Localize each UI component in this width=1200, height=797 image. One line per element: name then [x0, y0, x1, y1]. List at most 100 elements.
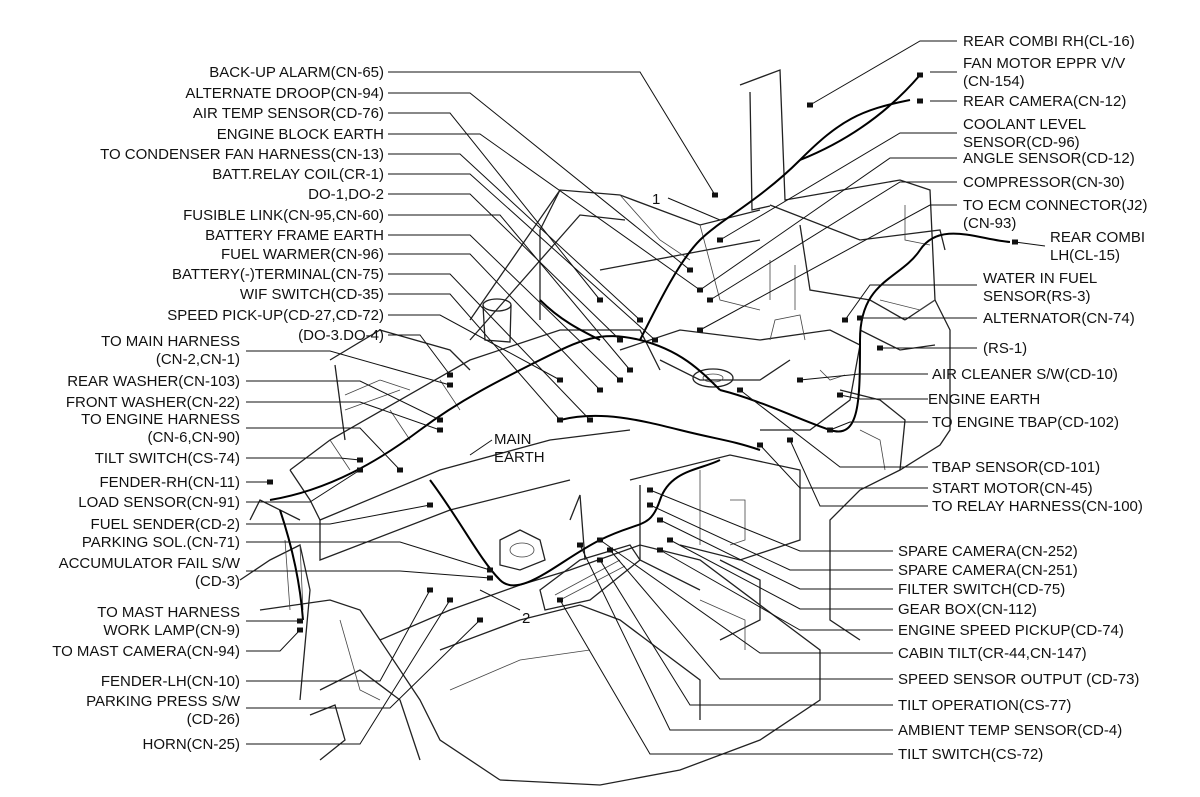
leader-to-engine-tbap: [829, 421, 928, 431]
label-parking-sol: PARKING SOL.(CN-71): [82, 534, 240, 551]
wiring-harness: [269, 74, 1011, 621]
callout-2: 2: [522, 610, 530, 627]
leader-air-cleaner: [799, 373, 928, 381]
label-rear-combi-rh: REAR COMBI RH(CL-16): [963, 33, 1135, 50]
labels-right: REAR COMBI RH(CL-16) FAN MOTOR EPPR V/V (C…: [898, 33, 1147, 763]
label-main-earth-line-2: EARTH: [494, 449, 545, 466]
label-engine-speed-pickup: ENGINE SPEED PICKUP(CD-74): [898, 622, 1124, 639]
label-fan-motor-eppr-line-1: FAN MOTOR EPPR V/V: [963, 55, 1125, 72]
label-rs-1: (RS-1): [983, 340, 1027, 357]
label-to-engine-harness-line-1: TO ENGINE HARNESS: [81, 411, 240, 428]
leader-condenser-fan: [388, 153, 641, 321]
label-alternator: ALTERNATOR(CN-74): [983, 310, 1135, 327]
label-horn: HORN(CN-25): [143, 736, 241, 753]
label-coolant-level-line-2: SENSOR(CD-96): [963, 134, 1080, 151]
label-air-temp-sensor: AIR TEMP SENSOR(CD-76): [193, 105, 384, 122]
label-front-washer: FRONT WASHER(CN-22): [66, 394, 240, 411]
label-tilt-operation: TILT OPERATION(CS-77): [898, 697, 1071, 714]
label-back-up-alarm: BACK-UP ALARM(CN-65): [209, 64, 384, 81]
label-accumulator-fail-line-2: (CD-3): [195, 573, 240, 590]
leader-rear-washer: [246, 380, 441, 421]
leader-cabin-tilt: [599, 539, 893, 654]
leader-filter-switch: [659, 519, 893, 590]
label-compressor: COMPRESSOR(CN-30): [963, 174, 1125, 191]
leader-air-temp-sensor: [388, 112, 601, 301]
label-angle-sensor: ANGLE SENSOR(CD-12): [963, 150, 1135, 167]
callout-1: 1: [652, 191, 660, 208]
leader-engine-speed-pickup: [659, 549, 893, 631]
harness-rh-branch: [799, 74, 921, 161]
label-to-ecm-connector-line-1: TO ECM CONNECTOR(J2): [963, 197, 1147, 214]
label-rear-washer: REAR WASHER(CN-103): [67, 373, 240, 390]
leader-ambient-temp: [579, 544, 893, 731]
leader-battery-terminal: [388, 273, 591, 421]
label-tilt-switch-cs72: TILT SWITCH(CS-72): [898, 746, 1043, 763]
label-do-3-do-4: (DO-3.DO-4): [298, 327, 384, 344]
harness-engine-branch: [559, 414, 761, 451]
label-main-earth-line-1: MAIN: [494, 431, 532, 448]
label-gear-box: GEAR BOX(CN-112): [898, 601, 1037, 618]
leader-front-washer: [246, 401, 441, 431]
leader-to-main-harness: [246, 350, 451, 386]
label-engine-block-earth: ENGINE BLOCK EARTH: [217, 126, 384, 143]
leader-speed-pick-up: [388, 314, 561, 381]
label-do-1-do-2: DO-1,DO-2: [308, 186, 384, 203]
label-filter-switch: FILTER SWITCH(CD-75): [898, 581, 1065, 598]
labels-left: BACK-UP ALARM(CN-65) ALTERNATE DROOP(CN-9…: [52, 64, 384, 753]
connector-31: [917, 72, 923, 78]
label-tbap-sensor: TBAP SENSOR(CD-101): [932, 459, 1100, 476]
leader-to-engine-harness: [246, 427, 401, 471]
leader-back-up-alarm: [388, 71, 716, 196]
leader-speed-sensor-output: [609, 549, 893, 680]
leader-wif-switch: [388, 293, 561, 421]
label-accumulator-fail-line-1: ACCUMULATOR FAIL S/W: [59, 555, 241, 572]
label-parking-press-line-1: PARKING PRESS S/W: [86, 693, 241, 710]
label-tilt-switch-cs74: TILT SWITCH(CS-74): [95, 450, 240, 467]
leader-rear-combi-lh: [1014, 241, 1046, 247]
label-spare-camera-252: SPARE CAMERA(CN-252): [898, 543, 1078, 560]
connector-32: [917, 98, 923, 104]
leader-fender-lh: [246, 589, 431, 682]
leader-tilt-operation: [599, 559, 893, 706]
label-load-sensor: LOAD SENSOR(CN-91): [78, 494, 240, 511]
leader-spare-camera-251: [649, 504, 893, 571]
leader-tbap-sensor: [739, 389, 928, 468]
leader-callout-2: [479, 589, 521, 611]
label-fender-lh: FENDER-LH(CN-10): [101, 673, 240, 690]
leader-parking-sol: [246, 541, 491, 571]
leader-rear-combi-rh: [809, 40, 957, 106]
label-rear-camera: REAR CAMERA(CN-12): [963, 93, 1126, 110]
harness-main-run: [269, 335, 721, 501]
harness-rear-run: [639, 99, 911, 341]
label-speed-pick-up: SPEED PICK-UP(CD-27,CD-72): [167, 307, 384, 324]
label-spare-camera-251: SPARE CAMERA(CN-251): [898, 562, 1078, 579]
label-fuel-sender: FUEL SENDER(CD-2): [91, 516, 240, 533]
label-cabin-tilt: CABIN TILT(CR-44,CN-147): [898, 645, 1087, 662]
leader-alternate-droop: [388, 92, 691, 271]
leader-fuel-sender: [246, 504, 431, 525]
label-parking-press-line-2: (CD-26): [187, 711, 240, 728]
label-coolant-level-line-1: COOLANT LEVEL: [963, 116, 1086, 133]
label-battery-frame-earth: BATTERY FRAME EARTH: [205, 227, 384, 244]
label-fusible-link: FUSIBLE LINK(CN-95,CN-60): [183, 207, 384, 224]
label-to-main-harness-line-2: (CN-2,CN-1): [156, 351, 240, 368]
leader-lines: [246, 40, 1046, 755]
label-rear-combi-lh-line-1: REAR COMBI: [1050, 229, 1145, 246]
leader-tilt-switch-cs74: [246, 457, 361, 461]
harness-right-run: [719, 232, 1011, 433]
leader-mast-camera: [246, 629, 301, 652]
label-battery-terminal: BATTERY(-)TERMINAL(CN-75): [172, 266, 384, 283]
leader-accumulator: [246, 570, 491, 579]
label-speed-sensor-output: SPEED SENSOR OUTPUT (CD-73): [898, 671, 1139, 688]
label-water-in-fuel-line-2: SENSOR(RS-3): [983, 288, 1091, 305]
leader-batt-relay-coil: [388, 173, 656, 341]
leader-compressor: [709, 181, 957, 301]
label-to-ecm-connector-line-2: (CN-93): [963, 215, 1016, 232]
label-alternate-droop: ALTERNATE DROOP(CN-94): [185, 85, 384, 102]
leader-tilt-switch-cs72: [559, 599, 893, 755]
leader-load-sensor: [246, 469, 361, 503]
label-fuel-warmer: FUEL WARMER(CN-96): [221, 246, 384, 263]
leader-battery-frame-earth: [388, 234, 621, 381]
